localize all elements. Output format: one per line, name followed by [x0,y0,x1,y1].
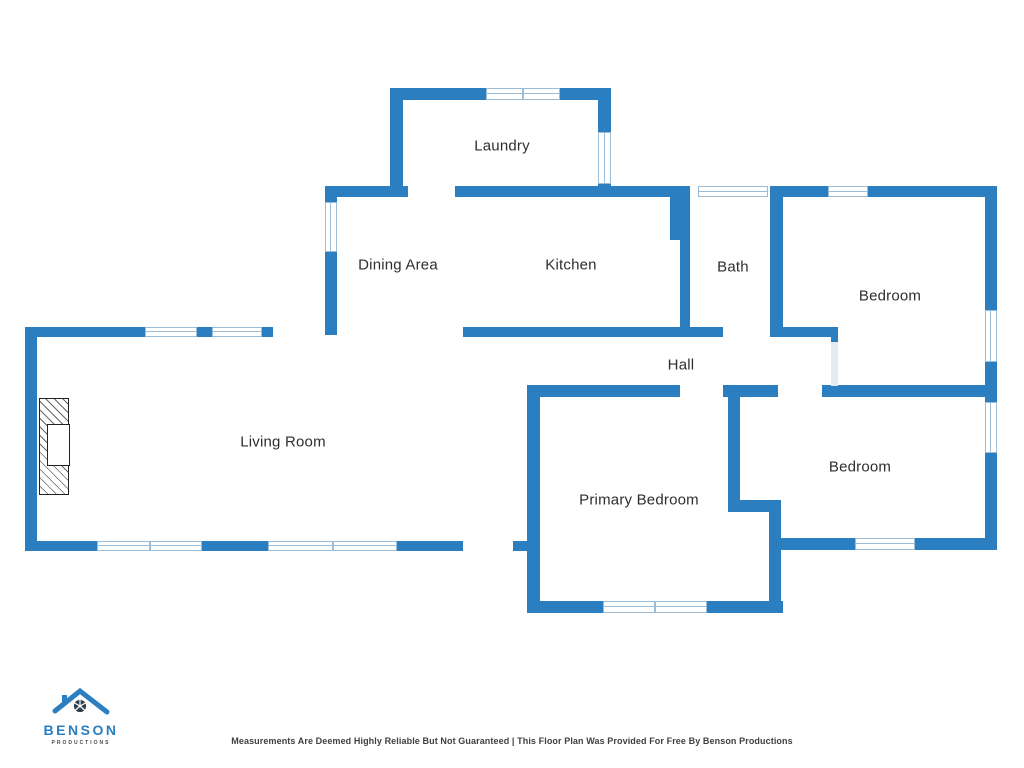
wall [463,327,723,337]
door-jamb [831,335,838,342]
window [985,310,997,362]
house-aperture-icon [52,687,110,715]
wall [770,327,838,337]
window [145,327,197,337]
room-label-laundry: Laundry [474,137,530,155]
wall [527,385,680,397]
disclaimer-text: Measurements Are Deemed Highly Reliable … [231,736,793,746]
window [333,541,397,551]
wall [769,500,781,612]
door [831,340,838,386]
wall [770,186,783,330]
wall [455,186,690,197]
room-label-primary-bedroom: Primary Bedroom [579,491,699,509]
room-label-hall: Hall [667,356,695,374]
room-label-bedroom-bottom: Bedroom [828,458,892,476]
wall [783,186,997,197]
fireplace-firebox [47,424,70,466]
window [268,541,333,551]
window [985,402,997,453]
wall [527,385,540,611]
room-label-bedroom-top: Bedroom [858,287,922,305]
window [603,601,655,613]
wall [728,385,740,507]
window [698,186,768,197]
window [486,88,523,100]
window [655,601,707,613]
room-label-living-room: Living Room [240,433,326,451]
window [325,202,337,252]
window [150,541,202,551]
window [828,186,868,197]
window [97,541,150,551]
wall [985,186,997,550]
room-label-bath: Bath [717,258,749,276]
wall [325,186,408,197]
wall [670,186,690,240]
window [212,327,262,337]
room-label-kitchen: Kitchen [545,256,597,274]
wall [728,500,778,512]
brand-name: BENSON [43,722,119,738]
wall [822,385,997,397]
logo: BENSON PRODUCTIONS [36,686,126,746]
wall [390,88,403,189]
room-label-dining-area: Dining Area [358,256,438,274]
wall [680,240,690,330]
window [598,132,611,184]
wall [25,327,37,551]
wall [25,541,463,551]
wall [513,541,530,551]
window [523,88,560,100]
window [855,538,915,550]
brand-subtitle: PRODUCTIONS [51,740,111,746]
